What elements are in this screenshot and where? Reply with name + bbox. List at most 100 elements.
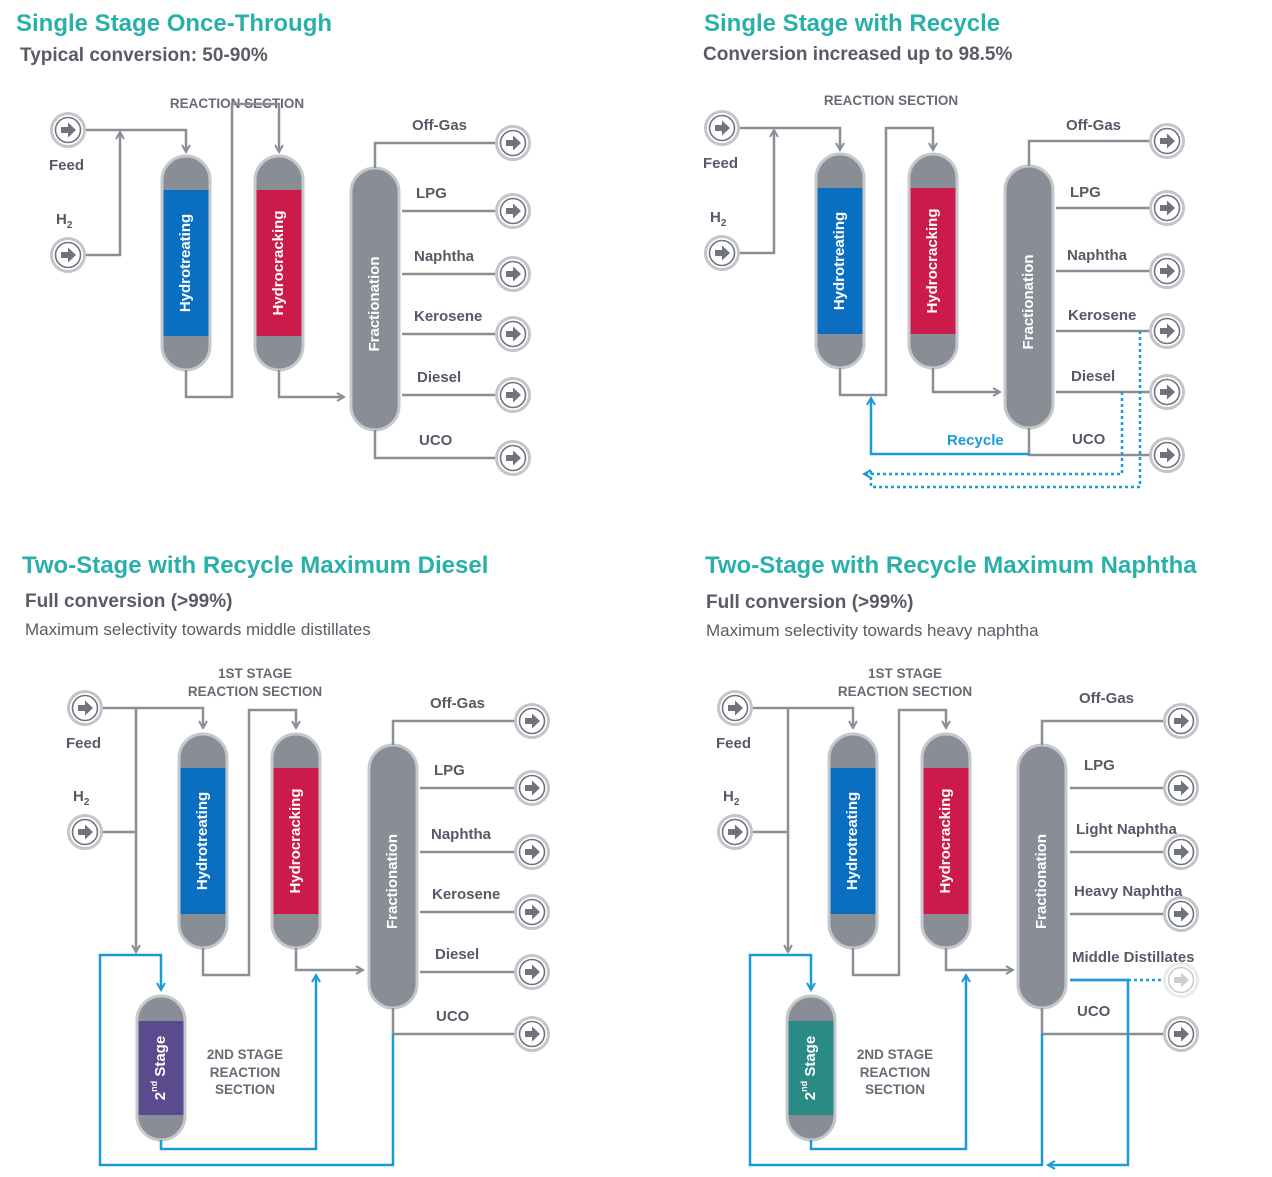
p4-feed-to-ht [753,706,853,728]
p3-product-2-icon [514,834,550,870]
p4-second-stage-out [809,975,966,1151]
p1-h2-icon [50,237,86,273]
p4-section-label-2: REACTION SECTION [838,684,972,699]
p4-product-2-icon [1163,834,1199,870]
p2-recycle-label: Recycle [947,432,1004,449]
p3-h2-icon [67,814,103,850]
p2-fractionation-label: Fractionation [1020,254,1037,349]
p1-hydrotreating-label: Hydrotreating [177,214,194,312]
p4-md-recycle [1048,978,1130,1165]
panel-4-title: Two-Stage with Recycle Maximum Naphtha [705,552,1197,579]
p3-section-label-1: 1ST STAGE [218,666,292,681]
p1-product-3-label: Kerosene [414,308,482,325]
p1-feed-label: Feed [49,157,84,174]
p3-hc-to-frac [294,948,363,970]
p1-hydrocracking: Hydrocracking [253,154,305,372]
p1-fractionation: Fractionation [349,166,401,432]
p2-hydrotreating: Hydrotreating [814,152,866,370]
p3-product-4-icon [514,954,550,990]
p3-hydrotreating-label: Hydrotreating [194,792,211,890]
p2-hc-to-frac [931,368,1000,392]
p2-product-3-icon [1149,313,1185,349]
p3-product-1-icon [514,770,550,806]
panel-2-subtitle: Conversion increased up to 98.5% [703,44,1013,65]
p4-hc-to-frac [944,948,1013,970]
p1-hydrocracking-label: Hydrocracking [270,210,287,315]
p1-product-0-label: Off-Gas [412,117,467,134]
p4-second-stage: 2nd Stage [785,994,837,1142]
p4-product-3-label: Heavy Naphtha [1074,883,1183,900]
p2-product-3-label: Kerosene [1068,307,1136,324]
p3-feed-to-ht [103,706,203,728]
p4-product-0-line [1040,719,1164,745]
p2-feed-to-ht [774,126,840,150]
p1-hc-to-frac [277,370,344,397]
p4-section-label-1: 1ST STAGE [868,666,942,681]
p4-product-5-label: UCO [1077,1003,1111,1020]
p2-feed-icon [704,110,740,146]
p4-uco-recycle [748,953,1044,1167]
p4-product-0-icon [1163,703,1199,739]
panel-2-title: Single Stage with Recycle [704,10,1001,37]
p2-h2-line [740,130,774,255]
panel-1-subtitle: Typical conversion: 50-90% [20,45,268,66]
p3-uco-recycle [98,953,395,1167]
p3-feed-label: Feed [66,735,101,752]
p1-hydrotreating: Hydrotreating [160,154,212,372]
p2-product-1-icon [1149,190,1185,226]
p3-product-0-line [391,719,515,745]
p3-product-2-label: Naphtha [431,826,492,843]
p3-product-5-label: UCO [436,1008,470,1025]
p3-h2-label: H2 [73,788,90,808]
p2-product-5-icon [1149,437,1185,473]
p2-diesel-recycle-dotted [864,392,1124,474]
p1-product-2-icon [495,256,531,292]
p4-fractionation: Fractionation [1016,743,1068,1010]
p1-fractionation-label: Fractionation [366,256,383,351]
p3-product-1-label: LPG [434,762,465,779]
p3-fractionation: Fractionation [367,743,419,1010]
p4-fractionation-label: Fractionation [1033,834,1050,929]
p3-feed-icon [67,690,103,726]
p2-h2-icon [704,235,740,271]
p2-product-0-line [1027,139,1150,166]
p1-product-5-label: UCO [419,432,453,449]
p2-product-5-label: UCO [1072,431,1106,448]
panel-3-description: Maximum selectivity towards middle disti… [25,620,371,639]
p2-product-1-label: LPG [1070,184,1101,201]
p3-second-stage-out [159,975,316,1151]
p1-h2-label: H2 [56,211,73,231]
p4-hydrotreating-label: Hydrotreating [844,792,861,890]
p2-ht-to-hc [838,126,933,397]
p1-feed-to-ht [120,128,186,152]
p4-product-5-icon [1163,1016,1199,1052]
p3-product-3-label: Kerosene [432,886,500,903]
p2-product-2-label: Naphtha [1067,247,1128,264]
p2-hydrocracking: Hydrocracking [907,152,959,370]
p3-product-3-icon [514,894,550,930]
p3-hydrocracking: Hydrocracking [270,732,322,950]
p3-hydrocracking-label: Hydrocracking [287,788,304,893]
p4-product-3-icon [1163,896,1199,932]
p4-second-section-2: REACTION [860,1065,931,1080]
p4-hydrocracking-label: Hydrocracking [937,788,954,893]
p1-product-2-label: Naphtha [414,248,475,265]
p2-product-2-icon [1149,253,1185,289]
p3-fractionation-label: Fractionation [384,834,401,929]
p4-h2-icon [717,814,753,850]
p3-product-0-label: Off-Gas [430,695,485,712]
p2-product-4-label: Diesel [1071,368,1115,385]
p1-product-0-line [373,141,496,168]
p4-feed-icon [717,690,753,726]
p2-product-0-icon [1149,123,1185,159]
p4-product-4-label: Middle Distillates [1072,949,1195,966]
p1-product-4-label: Diesel [417,369,461,386]
p4-feed-label: Feed [716,735,751,752]
p2-fractionation: Fractionation [1003,164,1055,430]
p1-product-1-icon [495,193,531,229]
p1-product-4-icon [495,377,531,413]
p2-feed-label: Feed [703,155,738,172]
p4-product-1-label: LPG [1084,757,1115,774]
panel-3-subtitle: Full conversion (>99%) [25,591,233,612]
